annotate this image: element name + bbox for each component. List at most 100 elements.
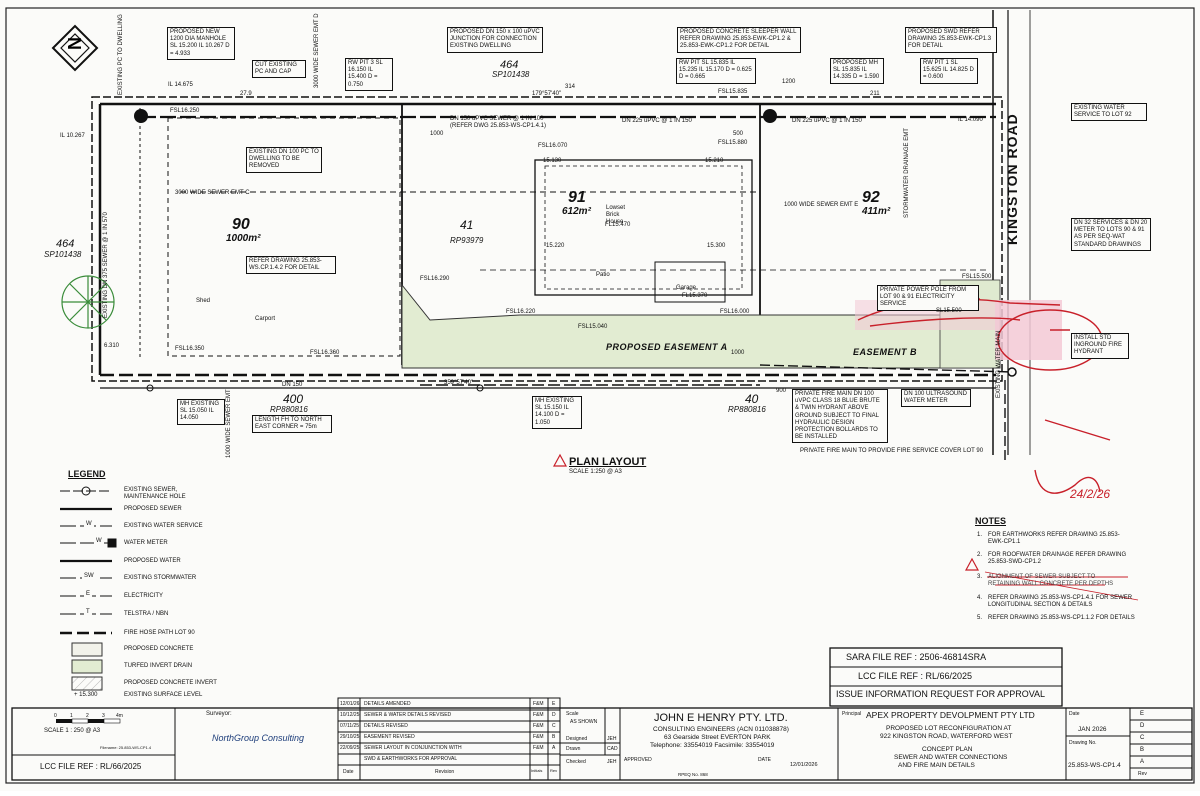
label-sewer-emt-e: 1000 WIDE SEWER EMT E	[784, 202, 859, 208]
callout-cut-pc: CUT EXISTING PC AND CAP	[252, 60, 306, 79]
warning-icon	[552, 453, 980, 571]
rev-row-2-desc: SEWER & WATER DETAILS REVISED	[364, 712, 452, 718]
callout-sleeper-wall: PROPOSED CONCRETE SLEEPER WALL REFER DRA…	[677, 27, 801, 53]
callout-refer-detail: REFER DRAWING 25.853-WS.CP.1.4.2 FOR DET…	[246, 256, 336, 275]
scale-tick-1: 1	[70, 713, 73, 719]
company-name: JOHN E HENRY PTY. LTD.	[654, 712, 788, 724]
legend-item-concrete-invert: PROPOSED CONCRETE INVERT	[124, 680, 217, 686]
label-fsl-16360: FSL16.360	[310, 350, 340, 356]
rev-row-5-desc: SEWER LAYOUT IN CONJUNCTION WITH	[364, 745, 462, 751]
label-fsl-16220: FSL16.220	[506, 309, 536, 315]
legend-item-proposed-water: PROPOSED WATER	[124, 558, 181, 564]
legend-sym-e: E	[84, 591, 93, 599]
label-dim-314: 314	[565, 84, 576, 90]
approved-date: 12/01/2026	[790, 762, 818, 768]
site-boundary	[91, 10, 1031, 455]
label-fl-15370: FL15.370	[682, 293, 708, 299]
label-sl-15500: SL15.500	[936, 308, 962, 314]
issue-status: ISSUE INFORMATION REQUEST FOR APPROVAL	[836, 689, 1046, 699]
lot-91-area: 612m²	[562, 206, 591, 217]
rev-row-1-desc: DETAILS AMENDED	[364, 701, 411, 707]
drawing-no: 25.853-WS-CP1.4	[1068, 762, 1121, 769]
company-telephone: Telephone: 33554019 Facsimile: 33554019	[650, 742, 775, 749]
label-fsl-16000: FSL16.000	[720, 309, 750, 315]
rev-row-1-rev: E	[552, 701, 556, 707]
lot-400-number: 400	[283, 392, 304, 406]
legend-sym-w1: W	[84, 521, 94, 529]
tree-icon	[61, 275, 115, 329]
scale-bar	[56, 718, 121, 724]
road-label: KINGSTON ROAD	[1004, 113, 1020, 245]
note-2-num: 2.	[977, 552, 983, 558]
label-garage: Garage	[676, 285, 697, 291]
rev-row-2-date: 10/12/25	[340, 712, 360, 718]
sara-file-ref: SARA FILE REF : 2506-46814SRA	[846, 652, 987, 662]
label-15220: 15.220	[546, 243, 565, 249]
manhole-icons	[134, 109, 1017, 392]
legend-item-water-service: EXISTING WATER SERVICE	[124, 523, 203, 529]
callout-mh-existing-mid: MH EXISTING SL 15.150 IL 14.100 D = 1.05…	[532, 396, 582, 429]
legend-item-stormwater: EXISTING STORMWATER	[124, 575, 197, 581]
rev-letter-e: E	[1140, 711, 1145, 717]
lot-464-top-plan: SP101438	[492, 70, 530, 79]
label-dn150: DN 150	[282, 382, 303, 388]
legend-sym-level: + 15.300	[74, 692, 98, 698]
legend-item-fire-hose: FIRE HOSE PATH LOT 90	[124, 630, 195, 636]
label-fsl-15880: FSL15.880	[718, 140, 748, 146]
note-5-text: REFER DRAWING 25.853-WS-CP1.1.2 FOR DETA…	[988, 615, 1135, 621]
label-carport: Carport	[255, 316, 276, 322]
rev-row-2-rev: D	[552, 712, 556, 718]
sheet-border	[5, 7, 1195, 784]
legend-item-electricity: ELECTRICITY	[124, 593, 164, 599]
rev-header-date: Date	[343, 769, 354, 775]
legend-sym-t: T	[84, 609, 92, 617]
date-label: DATE	[758, 757, 771, 763]
lot-41-plan: RP93979	[450, 236, 484, 245]
note-cross	[984, 571, 1139, 601]
label-fsl-16350: FSL16.350	[175, 346, 205, 352]
lot-40-number: 40	[745, 392, 759, 406]
plan-scale: SCALE 1:250 @ A3	[569, 469, 622, 475]
checked-label: Checked	[566, 759, 586, 765]
rev-row-1-by: F&M	[533, 701, 544, 707]
svg-text:N: N	[65, 37, 85, 50]
rev-letter-c: C	[1140, 735, 1145, 741]
note-3-text: ALIGNMENT OF SEWER SUBJECT TO RETAINING …	[988, 574, 1114, 588]
callout-fh-length: LENGTH FH TO NORTH EAST CORNER = 75m	[252, 415, 332, 434]
scale-tick-4: 4m	[116, 713, 123, 719]
rev-letter-d: D	[1140, 723, 1145, 729]
legend-symbols	[60, 486, 117, 691]
label-fsl-15835: FSL15.835	[718, 89, 748, 95]
project-line-2: 922 KINGSTON ROAD, WATERFORD WEST	[880, 733, 1013, 740]
label-dim-500: 500	[733, 131, 744, 137]
plan-title: PLAN LAYOUT	[569, 456, 647, 468]
rev-header-rev: Rev	[550, 768, 558, 773]
surveyor-label: Surveyor:	[206, 711, 232, 717]
label-dim-1000-a: 1000	[430, 131, 444, 137]
scale-value: AS SHOWN	[570, 719, 598, 725]
label-shed: Shed	[196, 298, 211, 304]
legend-item-turfed: TURFED INVERT DRAIN	[124, 663, 193, 669]
label-refer-dwg: (REFER DWG 25.853-WS-CP1.4.1)	[450, 123, 547, 129]
note-2-text: FOR ROOFWATER DRAINAGE REFER DRAWING 25.…	[988, 552, 1127, 566]
label-sewer-emt-1000: 1000 WIDE SEWER EMT	[226, 389, 232, 458]
callout-dn32-services: DN 32 SERVICES & DN 20 METER TO LOTS 90 …	[1071, 218, 1151, 251]
callout-private-fire-main: PRIVATE FIRE MAIN DN 100 uVPC CLASS 18 B…	[792, 389, 888, 444]
rev-letter-b: B	[1140, 747, 1145, 753]
checked-by: JEH	[607, 759, 617, 765]
scale-bar-label: SCALE 1 : 250 @ A3	[44, 728, 101, 734]
label-dn225-a: DN 225 uPVC @ 1 IN 150	[622, 118, 692, 124]
legend-sym-sw: SW	[82, 573, 96, 581]
label-existing-pc: EXISTING PC TO DWELLING	[118, 14, 124, 95]
rev-row-4-date: 29/10/25	[340, 734, 360, 740]
label-il-14090: IL 14.090	[958, 117, 983, 123]
callout-rw-pit: RW PIT SL 15.835 IL 15.235 IL 15.170 D =…	[676, 58, 756, 84]
lot-90-number: 90	[232, 216, 250, 233]
lot-464-left-number: 464	[56, 238, 75, 250]
label-bearing-top: 179°57'40"	[532, 91, 562, 97]
scale-label: Scale	[566, 711, 579, 717]
rev-row-5-date: 22/09/25	[340, 745, 360, 751]
rev-row-3-desc: DETAILS REVISED	[364, 723, 408, 729]
note-4-text: REFER DRAWING 25.853-WS-CP1.4.1 FOR SEWE…	[988, 595, 1133, 609]
